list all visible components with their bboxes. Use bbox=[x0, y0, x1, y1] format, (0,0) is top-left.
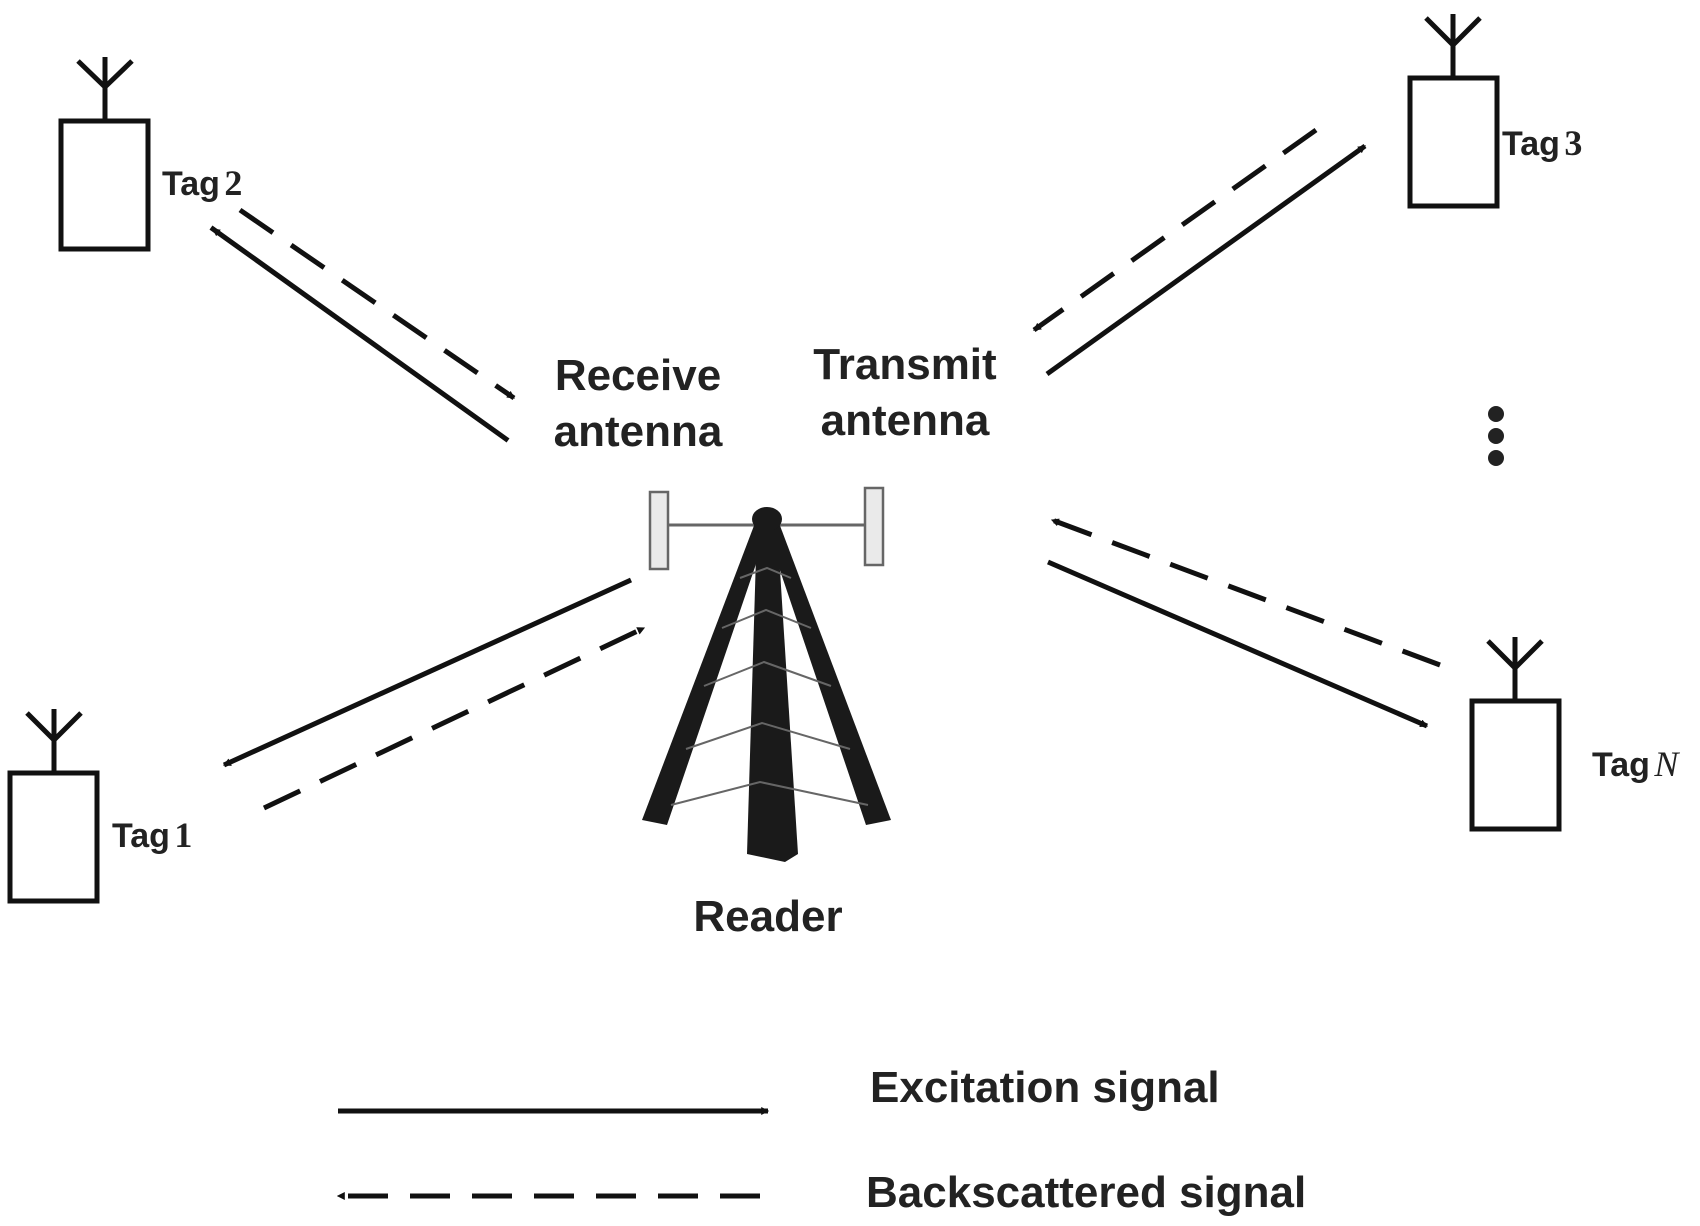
tag-n-backscatter-arrow bbox=[1050, 517, 1441, 668]
tag-1-device bbox=[7, 709, 100, 904]
transmit-antenna-panel bbox=[863, 486, 885, 567]
tag-n-excitation-arrow bbox=[1047, 559, 1429, 729]
tag-n-signals bbox=[1047, 517, 1441, 729]
tag-2-word: Tag bbox=[162, 165, 220, 203]
receive-antenna-line1: Receive bbox=[554, 351, 722, 400]
tag-1-excitation-arrow bbox=[222, 577, 633, 768]
tag-n-device bbox=[1469, 637, 1562, 832]
tag-1-word: Tag bbox=[112, 817, 170, 855]
receive-antenna-panel bbox=[648, 490, 670, 571]
receive-antenna-label: Receive antenna bbox=[538, 348, 738, 460]
tag-2-label: Tag 2 bbox=[162, 162, 242, 204]
more-tags-ellipsis bbox=[1488, 406, 1504, 466]
tag-2-device bbox=[58, 57, 151, 252]
tag-3-device bbox=[1407, 14, 1500, 209]
tag-n-id: N bbox=[1654, 744, 1679, 784]
tag-3-excitation-arrow bbox=[1045, 143, 1367, 377]
legend bbox=[336, 1107, 770, 1200]
transmit-antenna-label: Transmit antenna bbox=[795, 337, 1015, 449]
legend-excitation-label: Excitation signal bbox=[870, 1063, 1220, 1112]
legend-backscatter-label: Backscattered signal bbox=[866, 1168, 1307, 1217]
tag-1-label: Tag 1 bbox=[112, 814, 192, 856]
tag-2-excitation-arrow bbox=[209, 225, 510, 443]
tag-3-word: Tag bbox=[1502, 125, 1560, 163]
tag-2-id: 2 bbox=[224, 163, 243, 203]
tag-3-label: Tag 3 bbox=[1502, 122, 1582, 164]
tag-n-word: Tag bbox=[1592, 746, 1650, 784]
tag-2-backscatter-arrow bbox=[238, 207, 516, 401]
tag-2-signals bbox=[209, 207, 516, 443]
tag-3-signals bbox=[1032, 127, 1367, 377]
reader-tower-icon bbox=[642, 486, 891, 862]
tag-3-backscatter-arrow bbox=[1032, 127, 1318, 333]
reader-label: Reader bbox=[693, 892, 843, 941]
tag-n-label: Tag N bbox=[1592, 743, 1678, 785]
tag-1-id: 1 bbox=[174, 815, 193, 855]
transmit-antenna-line1: Transmit bbox=[813, 340, 997, 389]
tag-1-signals bbox=[222, 577, 646, 811]
receive-antenna-line2: antenna bbox=[553, 407, 723, 456]
tag-3-id: 3 bbox=[1564, 123, 1583, 163]
transmit-antenna-line2: antenna bbox=[820, 396, 990, 445]
tag-1-backscatter-arrow bbox=[262, 625, 646, 811]
